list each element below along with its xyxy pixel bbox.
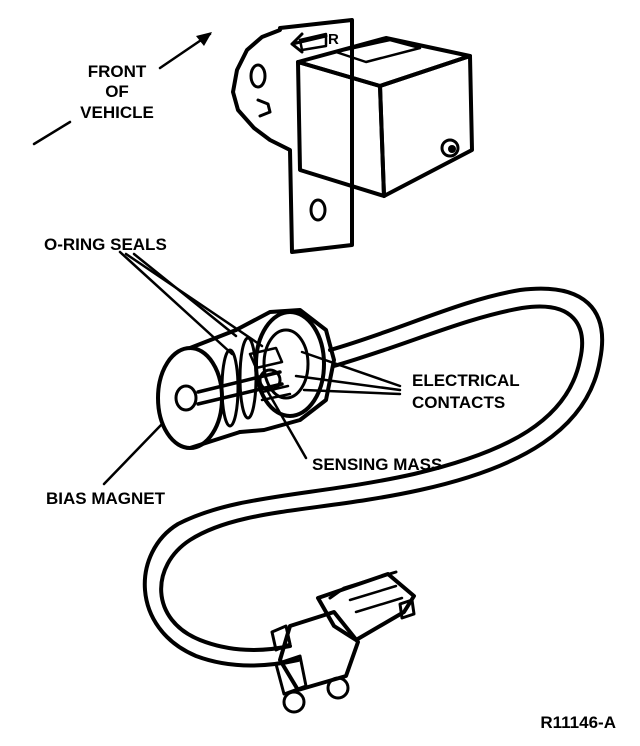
harness-connector (270, 570, 416, 714)
front-label-line1: FRONT (88, 62, 147, 81)
front-label-line2: OF (105, 82, 129, 101)
relay-marking: R (328, 31, 339, 48)
sensor-box: R (290, 31, 474, 198)
bias-magnet (156, 328, 242, 450)
front-arrow (32, 32, 212, 146)
front-label-line3: VEHICLE (80, 103, 154, 122)
wire-harness (142, 286, 605, 668)
sensing-mass-label: SENSING MASS (312, 455, 442, 474)
mounting-bracket (231, 18, 354, 254)
o-ring-seals-label: O-RING SEALS (44, 235, 167, 254)
figure-id-label: R11146-A (540, 713, 616, 732)
bias-magnet-label: BIAS MAGNET (46, 489, 166, 508)
electrical-contacts-label-line2: CONTACTS (412, 393, 505, 412)
electrical-contacts-label-line1: ELECTRICAL (412, 371, 520, 390)
leader-lines (102, 250, 402, 486)
